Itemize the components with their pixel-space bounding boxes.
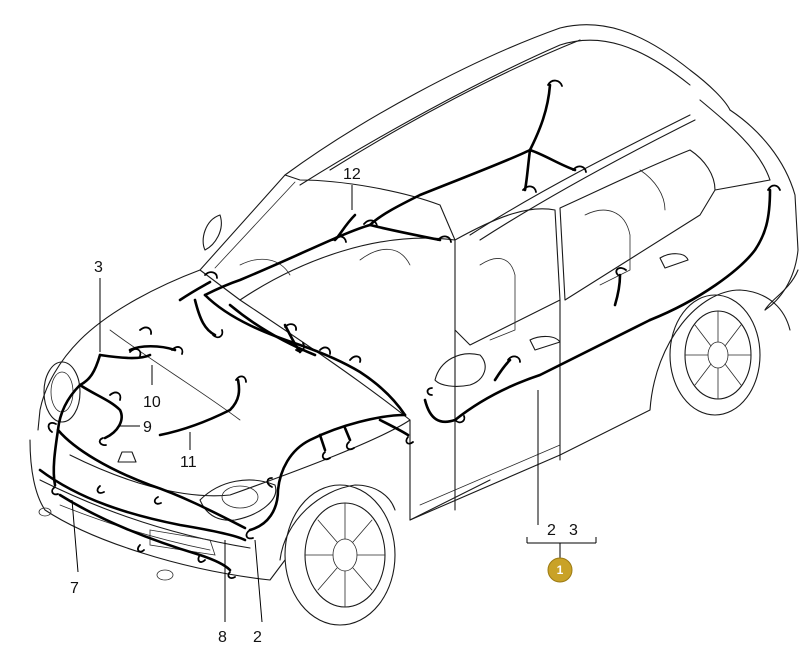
callout-group-2: 2: [547, 522, 556, 539]
callout-labels: 12 3 10 9 11 7 8 2 2 3: [70, 166, 578, 646]
leader-lines: [71, 185, 597, 623]
callout-8: 8: [218, 629, 227, 646]
callout-12: 12: [343, 166, 361, 183]
callout-group-3: 3: [569, 522, 578, 539]
callout-10: 10: [143, 394, 161, 411]
part-badge-label: 1: [557, 563, 564, 577]
connectors: [47, 79, 781, 579]
part-badge[interactable]: 1: [547, 557, 573, 583]
callout-9: 9: [143, 419, 152, 436]
wiring-harness: [38, 83, 772, 572]
callout-2: 2: [253, 629, 262, 646]
callout-7: 7: [70, 580, 79, 597]
callout-11: 11: [180, 454, 197, 471]
car-body: [29, 24, 799, 626]
callout-3: 3: [94, 259, 103, 276]
